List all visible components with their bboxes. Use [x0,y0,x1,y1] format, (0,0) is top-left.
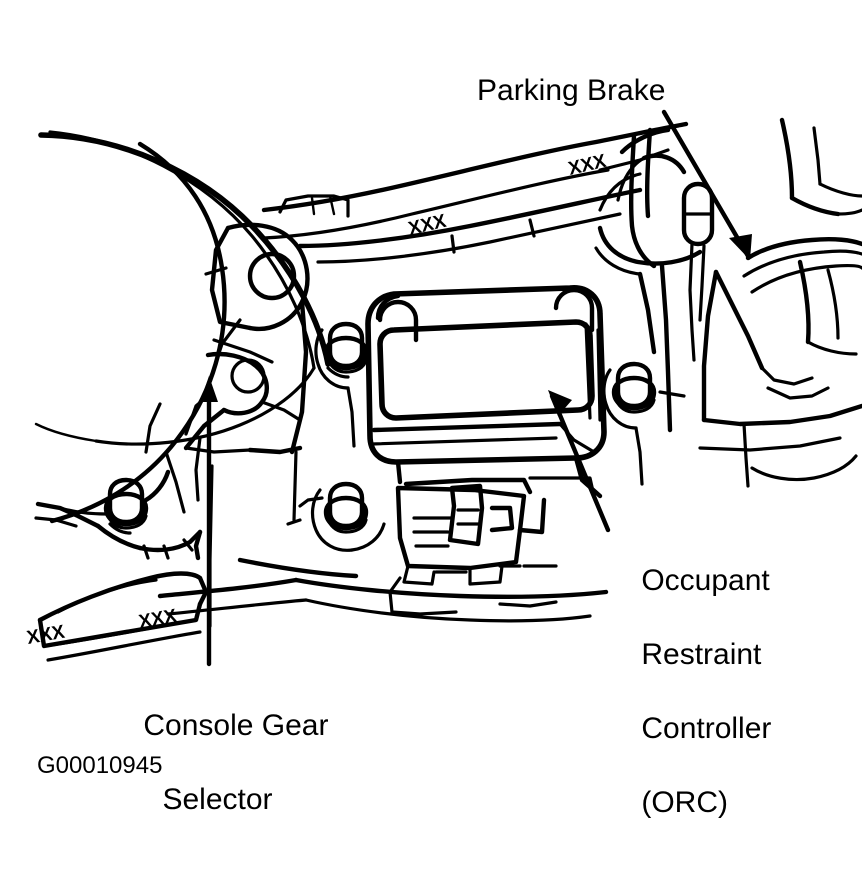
floor-pan-contours [157,557,609,623]
arrowhead-parking-brake [729,234,752,260]
parking-brake-assembly [594,117,862,488]
figure-id-code: G00010945 [37,752,163,779]
console-gear-selector-label-line-1: Console Gear [143,709,329,742]
xxx-hatch-mark: XXX [566,151,608,180]
orc-label-line-4: (ORC) [641,786,728,819]
floor-tunnel-contours [261,121,689,264]
diagram-artwork: XXX XXX [25,109,862,667]
label-parking-brake: Parking Brake [477,74,666,107]
mounting-bolt [602,361,686,486]
label-occupant-restraint-controller: Occupant Restraint Controller (ORC) [608,525,771,858]
technical-diagram: XXX XXX [25,74,862,819]
orc-label-line-2: Restraint [641,638,762,671]
console-gear-selector-housing [34,130,331,524]
arrowhead-console-gear-selector [200,376,218,402]
lower-trim-edge [208,450,298,628]
parking-brake-release-button [681,181,715,247]
orc-mounting-bolts [286,321,686,552]
console-gear-selector-label-line-2: Selector [162,783,273,816]
mounting-bolt [58,469,171,535]
leader-console-gear-selector [200,376,218,667]
orc-connector [388,476,596,614]
mounting-bolt [314,321,369,448]
carpet-edge-left [34,469,209,662]
occupant-restraint-controller [365,285,607,499]
leader-occupant-restraint-controller [548,390,611,533]
mounting-bolt [286,481,386,552]
xxx-hatch-mark: XXX [137,606,178,633]
arrowhead-orc [548,390,572,416]
orc-label-line-1: Occupant [641,564,770,597]
xxx-hatch-marks-harness: XXX XXX [406,151,608,240]
label-console-gear-selector: Console Gear Selector [110,670,329,892]
leader-parking-brake [661,109,752,260]
xxx-hatch-marks-carpet: XXX XXX [25,606,178,649]
orc-label-line-3: Controller [641,712,772,745]
